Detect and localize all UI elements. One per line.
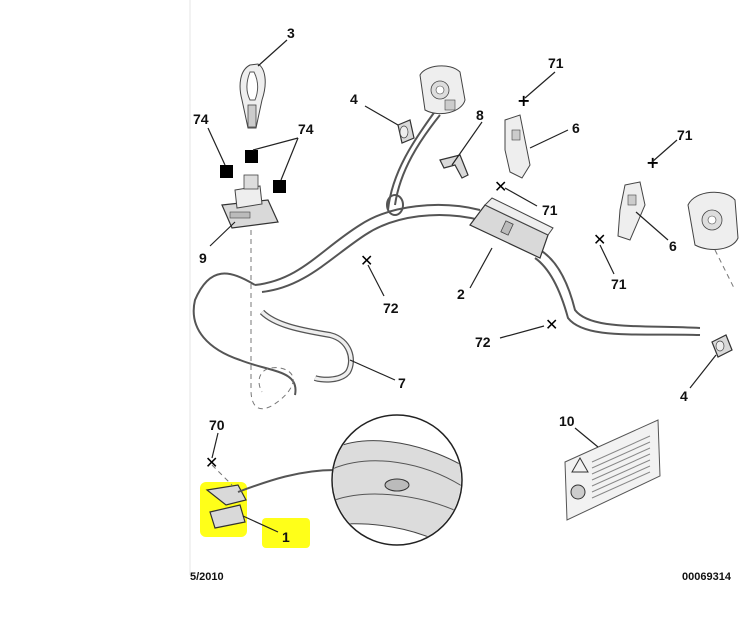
cross-fastener-icon: ✕	[360, 251, 373, 270]
callout-71-low: 71	[611, 276, 627, 292]
warning-triangle-icon	[571, 456, 589, 473]
actuator-2	[469, 197, 554, 259]
cross-fastener-icon: ✕	[205, 453, 218, 472]
cross-fastener-icon: ✕	[545, 315, 558, 334]
callout-10: 10	[559, 413, 575, 429]
cable-assembly-2	[192, 109, 701, 396]
callout-71-top: 71	[548, 55, 564, 71]
leader-lines	[207, 39, 717, 533]
clip-74	[220, 150, 286, 193]
caliper-right	[687, 191, 739, 291]
callout-3: 3	[287, 25, 295, 41]
footer-date: 5/2010	[190, 571, 224, 583]
cross-fastener-icon: ✕	[593, 230, 606, 249]
callout-6-right: 6	[669, 238, 677, 254]
bracket-8	[439, 154, 469, 179]
grommet-4	[397, 119, 733, 358]
caliper-top	[419, 65, 466, 115]
detail-zoom	[331, 414, 463, 546]
callout-7: 7	[398, 375, 406, 391]
cross-fastener-icon: +	[517, 91, 530, 110]
callout-74-left: 74	[193, 111, 209, 127]
callout-6-top: 6	[572, 120, 580, 136]
bracket-6	[504, 114, 646, 241]
cross-fastener-icon: ✕	[494, 177, 507, 196]
fastener-line-70	[211, 464, 233, 486]
cross-fastener-icon: +	[646, 153, 659, 172]
callout-4-top: 4	[350, 91, 358, 107]
callout-71-right: 71	[677, 127, 693, 143]
footer-ref: 00069314	[682, 571, 732, 583]
fasteners: + + ✕ ✕ ✕ ✕ ✕	[205, 91, 659, 472]
callout-72-right: 72	[475, 334, 491, 350]
handle-1	[205, 469, 336, 529]
bracket-9	[221, 174, 279, 229]
callout-2: 2	[457, 286, 465, 302]
axis-line	[250, 230, 294, 410]
callout-4-bottom: 4	[680, 388, 688, 404]
lever-3	[239, 63, 266, 129]
pipe-7	[259, 309, 354, 383]
callout-72-left: 72	[383, 300, 399, 316]
callout-71-mid: 71	[542, 202, 558, 218]
callout-9: 9	[199, 250, 207, 266]
callout-74-right: 74	[298, 121, 314, 137]
callouts: 3 74 74 9 4 8 71 6 71 71 6 71 72 2 72 7 …	[193, 25, 693, 545]
callout-1: 1	[282, 529, 290, 545]
callout-70: 70	[209, 417, 225, 433]
label-10	[564, 419, 661, 521]
callout-8: 8	[476, 107, 484, 123]
